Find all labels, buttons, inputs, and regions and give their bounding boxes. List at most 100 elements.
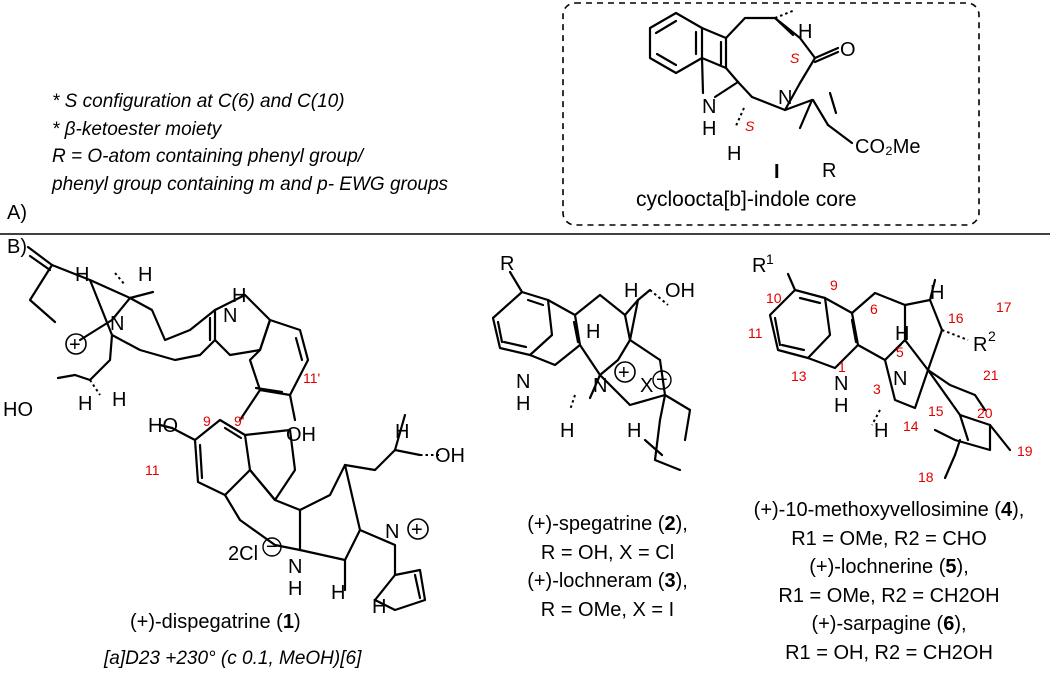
vellosimine-num-16: 16 <box>948 310 964 326</box>
sarpagine-subst: R1 = OH, R2 = CH2OH <box>785 641 993 664</box>
spegatrine-plus-circle <box>614 361 636 383</box>
dispegatrine-n-plus: N <box>110 313 124 335</box>
core-o: O <box>840 39 856 61</box>
vellosimine-num-15: 15 <box>928 403 944 419</box>
vellosimine-num-21: 21 <box>983 367 999 383</box>
spegatrine-h-bot: H <box>560 420 574 442</box>
spegatrine-h-bot2: H <box>627 420 641 442</box>
dispegatrine-nh-top: N <box>223 305 237 327</box>
spegatrine-x: X <box>640 375 653 397</box>
vellosimine-num-3: 3 <box>873 381 881 397</box>
core-nh: N <box>702 96 716 118</box>
vellosimine-sup1: 1 <box>766 251 774 267</box>
dispegatrine-nh-bot-h: H <box>288 578 302 600</box>
rotation-text: [a]D23 +230° (c 0.1, MeOH)[6] <box>104 648 362 669</box>
dispegatrine-num-11: 11 <box>145 462 160 478</box>
vellosimine-num-9: 9 <box>830 277 838 293</box>
vellosimine-n: N <box>893 368 907 390</box>
vellosimine-structure <box>768 272 1012 480</box>
core-stereo-bottom: S <box>745 118 755 134</box>
core-n-bridge: N <box>778 87 792 109</box>
core-ring-upper <box>724 16 817 85</box>
vellosimine-num-17: 17 <box>996 299 1012 315</box>
dispegatrine-num-9p: 9' <box>234 413 244 429</box>
dispegatrine-h6: H <box>372 596 386 618</box>
dispegatrine-h1: H <box>75 264 89 286</box>
spegatrine-oh: OH <box>665 280 695 302</box>
vellosimine-nh-h: H <box>834 395 848 417</box>
dispegatrine-minus-circle <box>262 537 282 557</box>
core-bold-i: I <box>774 161 780 183</box>
vellosimine-h-stereo: H <box>895 323 909 345</box>
core-nh-h: H <box>702 118 716 140</box>
lochnerine-name: (+)-lochnerine (5), <box>809 556 969 578</box>
requirements-notes: * S configuration at C(6) and C(10) * β-… <box>52 88 448 198</box>
core-pyrrole <box>700 26 728 70</box>
spegatrine-captions: (+)-spegatrine (2), R = OH, X = Cl (+)-l… <box>490 510 725 624</box>
vellosimine-num-1: 1 <box>838 359 846 375</box>
dispegatrine-nh-top-h: H <box>232 285 246 307</box>
vellosimine-num-19: 19 <box>1017 443 1033 459</box>
dispegatrine-num-11p: 11' <box>303 370 320 386</box>
note-4: phenyl group containing m and p- EWG gro… <box>52 173 449 195</box>
dispegatrine-oh-mid: OH <box>286 424 316 446</box>
dispegatrine-2cl: 2Cl <box>228 543 258 565</box>
core-h-bottom: H <box>727 143 741 165</box>
dispegatrine-oh-right: OH <box>435 445 465 467</box>
vellosimine-nh: N <box>834 373 848 395</box>
dispegatrine-name: (+)-dispegatrine (1) <box>130 611 301 633</box>
dispegatrine-num-9: 9 <box>203 413 211 429</box>
dispegatrine-plus-1: + <box>69 334 81 356</box>
dispegatrine-h4: H <box>112 389 126 411</box>
spegatrine-subst: R = OH, X = Cl <box>540 541 675 564</box>
section-a-label: A) <box>7 202 27 224</box>
lochneram-subst: R = OMe, X = I <box>540 598 675 621</box>
lochnerine-subst: R1 = OMe, R2 = CH2OH <box>778 584 1000 607</box>
vellosimine-num-13: 13 <box>791 368 807 384</box>
dispegatrine-plus-2: + <box>411 519 423 541</box>
lochneram-name: (+)-lochneram (3), <box>527 570 688 592</box>
section-b-label: B) <box>7 236 27 258</box>
core-co2me: CO₂Me <box>855 136 921 158</box>
note-3: R = O-atom containing phenyl group/ <box>52 146 364 167</box>
vellosimine-num-10: 10 <box>766 290 782 306</box>
spegatrine-n-plus: N <box>593 375 607 397</box>
dispegatrine-n-plus-2: N <box>385 521 399 543</box>
dispegatrine-h2: H <box>138 264 152 286</box>
dispegatrine-ho-left: HO <box>3 399 33 421</box>
note-2: * β-ketoester moiety <box>52 118 222 140</box>
core-box <box>562 2 980 226</box>
vellosimine-num-6: 6 <box>870 301 878 317</box>
dispegatrine-minus: − <box>266 536 278 558</box>
dispegatrine-h7: H <box>331 582 345 604</box>
dispegatrine-nh-bot: N <box>288 556 302 578</box>
dispegatrine-plus-circle-2 <box>407 518 429 540</box>
dispegatrine-ho-mid: HO <box>148 415 178 437</box>
core-caption: cycloocta[b]-indole core <box>636 188 857 211</box>
vellosimine-num-11: 11 <box>748 325 763 341</box>
dispegatrine-rotation: [a]D23 +230° (c 0.1, MeOH)[6] <box>104 648 361 670</box>
dispegatrine-plus-circle-1 <box>65 333 87 355</box>
core-r: R <box>822 160 836 182</box>
spegatrine-minus: − <box>656 369 668 391</box>
vellosimine-num-14: 14 <box>903 418 919 434</box>
spegatrine-h-top: H <box>624 280 638 302</box>
vellosimine-num-18: 18 <box>918 469 934 485</box>
vellosimine-r1: R <box>752 255 766 277</box>
vellosimine-h-top: H <box>930 282 944 304</box>
methoxyvellosimine-name: (+)-10-methoxyvellosimine (4), <box>753 499 1025 521</box>
vellosimine-captions: (+)-10-methoxyvellosimine (4), R1 = OMe,… <box>730 496 1048 667</box>
dispegatrine-structure <box>26 245 440 612</box>
dispegatrine-h5: H <box>395 421 409 443</box>
vellosimine-num-20: 20 <box>977 405 993 421</box>
core-stereo-top: S <box>790 50 800 66</box>
spegatrine-nh: N <box>516 371 530 393</box>
vellosimine-h-bot: H <box>874 420 888 442</box>
spegatrine-minus-circle <box>652 370 672 390</box>
spegatrine-h-stereo: H <box>586 321 600 343</box>
vellosimine-sup2: 2 <box>988 328 996 344</box>
vellosimine-r2: R <box>973 334 987 356</box>
spegatrine-plus: + <box>618 362 630 384</box>
spegatrine-name: (+)-spegatrine (2), <box>527 513 688 535</box>
core-structure <box>648 9 854 145</box>
